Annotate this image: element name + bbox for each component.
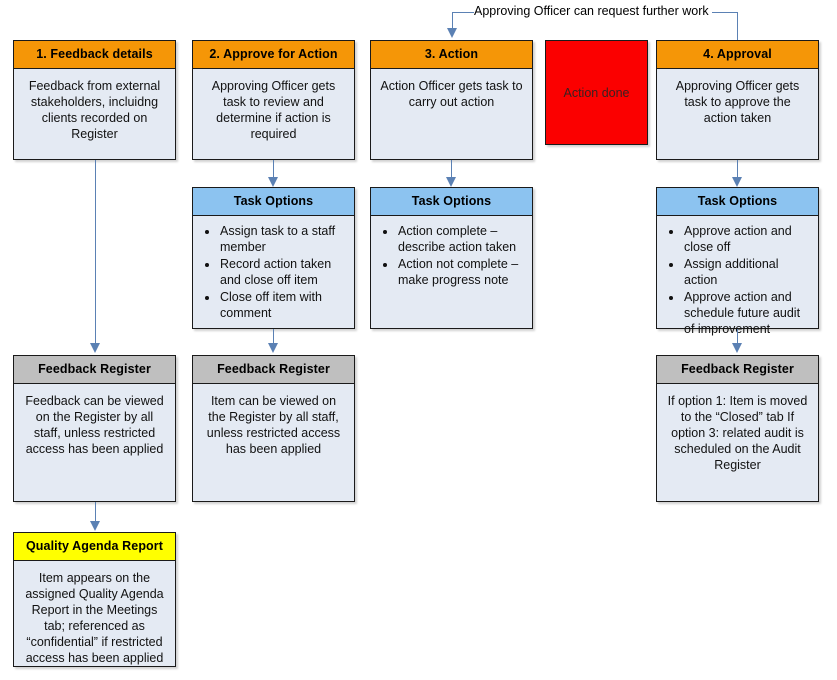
- feedback-loop-left-segment: [452, 12, 474, 13]
- feedback-register-box-2[interactable]: Feedback Register Item can be viewed on …: [192, 355, 355, 502]
- list-item: Close off item with comment: [219, 289, 348, 321]
- action-done-label: Action done: [563, 85, 630, 100]
- task-options-box-2[interactable]: Task Options Assign task to a staff memb…: [192, 187, 355, 329]
- feedback-loop-right-segment: [712, 12, 738, 13]
- arrow-options4-to-register4: [732, 343, 742, 353]
- list-item: Assign task to a staff member: [219, 223, 348, 255]
- feedback-register-box-2-body: Item can be viewed on the Register by al…: [206, 394, 341, 457]
- feedback-loop-label: Approving Officer can request further wo…: [474, 4, 709, 18]
- stage-box-3-body: Action Officer gets task to carry out ac…: [380, 79, 523, 110]
- feedback-register-box-1-header: Feedback Register: [14, 356, 175, 385]
- feedback-register-box-1-body: Feedback can be viewed on the Register b…: [25, 394, 164, 457]
- arrow-options2-to-register2: [268, 343, 278, 353]
- quality-agenda-report-body: Item appears on the assigned Quality Age…: [25, 571, 164, 666]
- stage-box-2[interactable]: 2. Approve for Action Approving Officer …: [192, 40, 355, 160]
- stage-box-2-header: 2. Approve for Action: [193, 41, 354, 70]
- connector-stage3-to-options3: [451, 160, 452, 177]
- task-options-box-3-header: Task Options: [371, 188, 532, 217]
- arrow-stage3-to-options3: [446, 177, 456, 187]
- feedback-register-box-2-header: Feedback Register: [193, 356, 354, 385]
- task-options-box-2-header: Task Options: [193, 188, 354, 217]
- stage-box-3[interactable]: 3. Action Action Officer gets task to ca…: [370, 40, 533, 160]
- list-item: Record action taken and close off item: [219, 256, 348, 288]
- feedback-loop-right-stem: [737, 12, 738, 40]
- list-item: Approve action and schedule future audit…: [683, 289, 812, 337]
- connector-options2-to-register2: [273, 329, 274, 343]
- task-options-box-4[interactable]: Task Options Approve action and close of…: [656, 187, 819, 336]
- feedback-register-box-4-header: Feedback Register: [657, 356, 818, 385]
- connector-stage2-to-options2: [273, 160, 274, 177]
- stage-box-3-header: 3. Action: [371, 41, 532, 70]
- feedback-register-box-4[interactable]: Feedback Register If option 1: Item is m…: [656, 355, 819, 502]
- list-item: Action complete – describe action taken: [397, 223, 526, 255]
- arrow-register1-to-report: [90, 521, 100, 531]
- feedback-register-box-4-body: If option 1: Item is moved to the “Close…: [667, 394, 808, 473]
- stage-box-1-header: 1. Feedback details: [14, 41, 175, 70]
- stage-box-1[interactable]: 1. Feedback details Feedback from extern…: [13, 40, 176, 160]
- quality-agenda-report-box[interactable]: Quality Agenda Report Item appears on th…: [13, 532, 176, 667]
- stage-box-1-body: Feedback from external stakeholders, inc…: [28, 79, 161, 142]
- arrow-stage1-to-register1: [90, 343, 100, 353]
- task-options-box-4-header: Task Options: [657, 188, 818, 217]
- connector-stage1-to-register1: [95, 160, 96, 343]
- stage-box-4-header: 4. Approval: [657, 41, 818, 70]
- list-item: Assign additional action: [683, 256, 812, 288]
- list-item: Action not complete – make progress note: [397, 256, 526, 288]
- arrow-stage4-to-options4: [732, 177, 742, 187]
- task-options-box-3[interactable]: Task Options Action complete – describe …: [370, 187, 533, 329]
- quality-agenda-report-header: Quality Agenda Report: [14, 533, 175, 562]
- feedback-loop-left-stem: [452, 12, 453, 28]
- stage-box-2-body: Approving Officer gets task to review an…: [211, 79, 336, 142]
- action-done-block[interactable]: Action done: [545, 40, 648, 145]
- task-options-box-4-body: Approve action and close off Assign addi…: [657, 216, 818, 344]
- connector-options4-to-register4: [737, 329, 738, 343]
- list-item: Approve action and close off: [683, 223, 812, 255]
- task-options-box-2-body: Assign task to a staff member Record act…: [193, 216, 354, 328]
- connector-stage4-to-options4: [737, 160, 738, 177]
- connector-register1-to-report: [95, 502, 96, 521]
- stage-box-4[interactable]: 4. Approval Approving Officer gets task …: [656, 40, 819, 160]
- task-options-box-3-body: Action complete – describe action taken …: [371, 216, 532, 295]
- arrow-stage2-to-options2: [268, 177, 278, 187]
- stage-box-4-body: Approving Officer gets task to approve t…: [675, 79, 800, 126]
- feedback-loop-arrowhead: [447, 28, 457, 38]
- feedback-register-box-1[interactable]: Feedback Register Feedback can be viewed…: [13, 355, 176, 502]
